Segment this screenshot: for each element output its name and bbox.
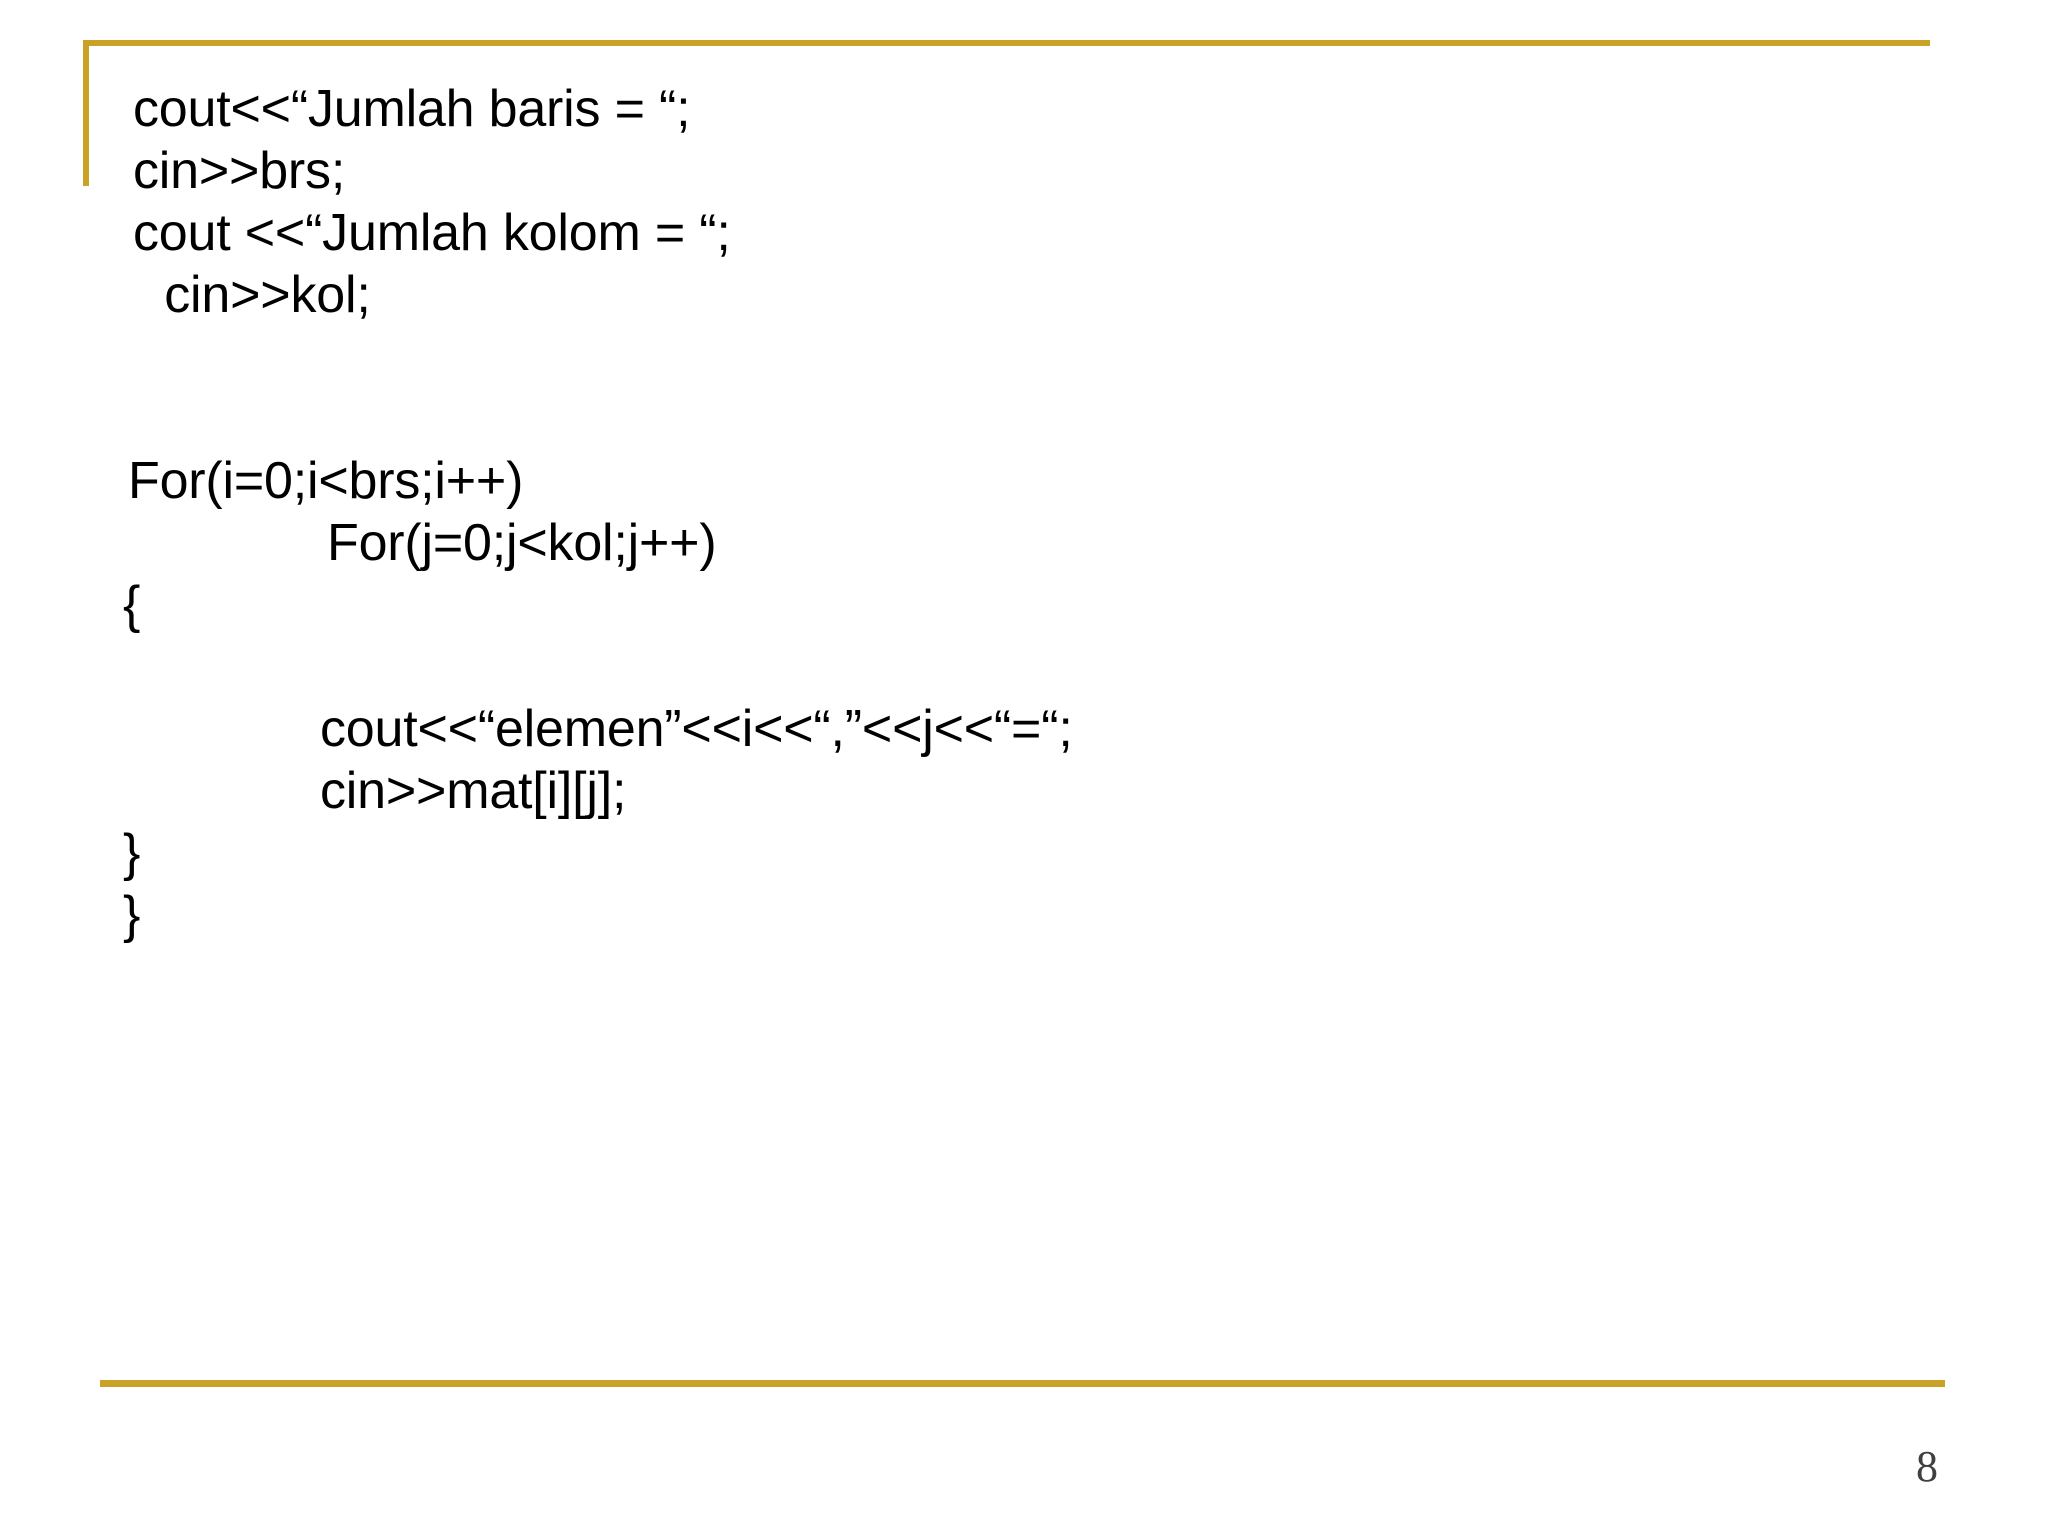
code-line: For(i=0;i<brs;i++) (128, 452, 524, 510)
code-line: cout<<“elemen”<<i<<“,”<<j<<“=“; (320, 700, 1073, 758)
code-line: cout <<“Jumlah kolom = “; (133, 204, 731, 262)
bottom-gold-rule (100, 1380, 1945, 1387)
code-line: cin>>mat[i][j]; (320, 762, 627, 820)
code-line (0, 636, 2048, 698)
code-line (0, 326, 2048, 388)
code-line: For(j=0;j<kol;j++) (327, 514, 717, 572)
code-line: cin>>brs; (133, 142, 346, 200)
code-line: cin>>kol; (150, 266, 371, 324)
page-number: 8 (1916, 1442, 1938, 1491)
code-line: } (123, 886, 141, 944)
code-line: { (123, 576, 141, 634)
code-line: cout<<“Jumlah baris = “; (133, 80, 691, 138)
code-line: } (123, 824, 141, 882)
code-line (0, 388, 2048, 450)
code-block: cout<<“Jumlah baris = “;cin>>brs;cout <<… (0, 80, 2048, 944)
